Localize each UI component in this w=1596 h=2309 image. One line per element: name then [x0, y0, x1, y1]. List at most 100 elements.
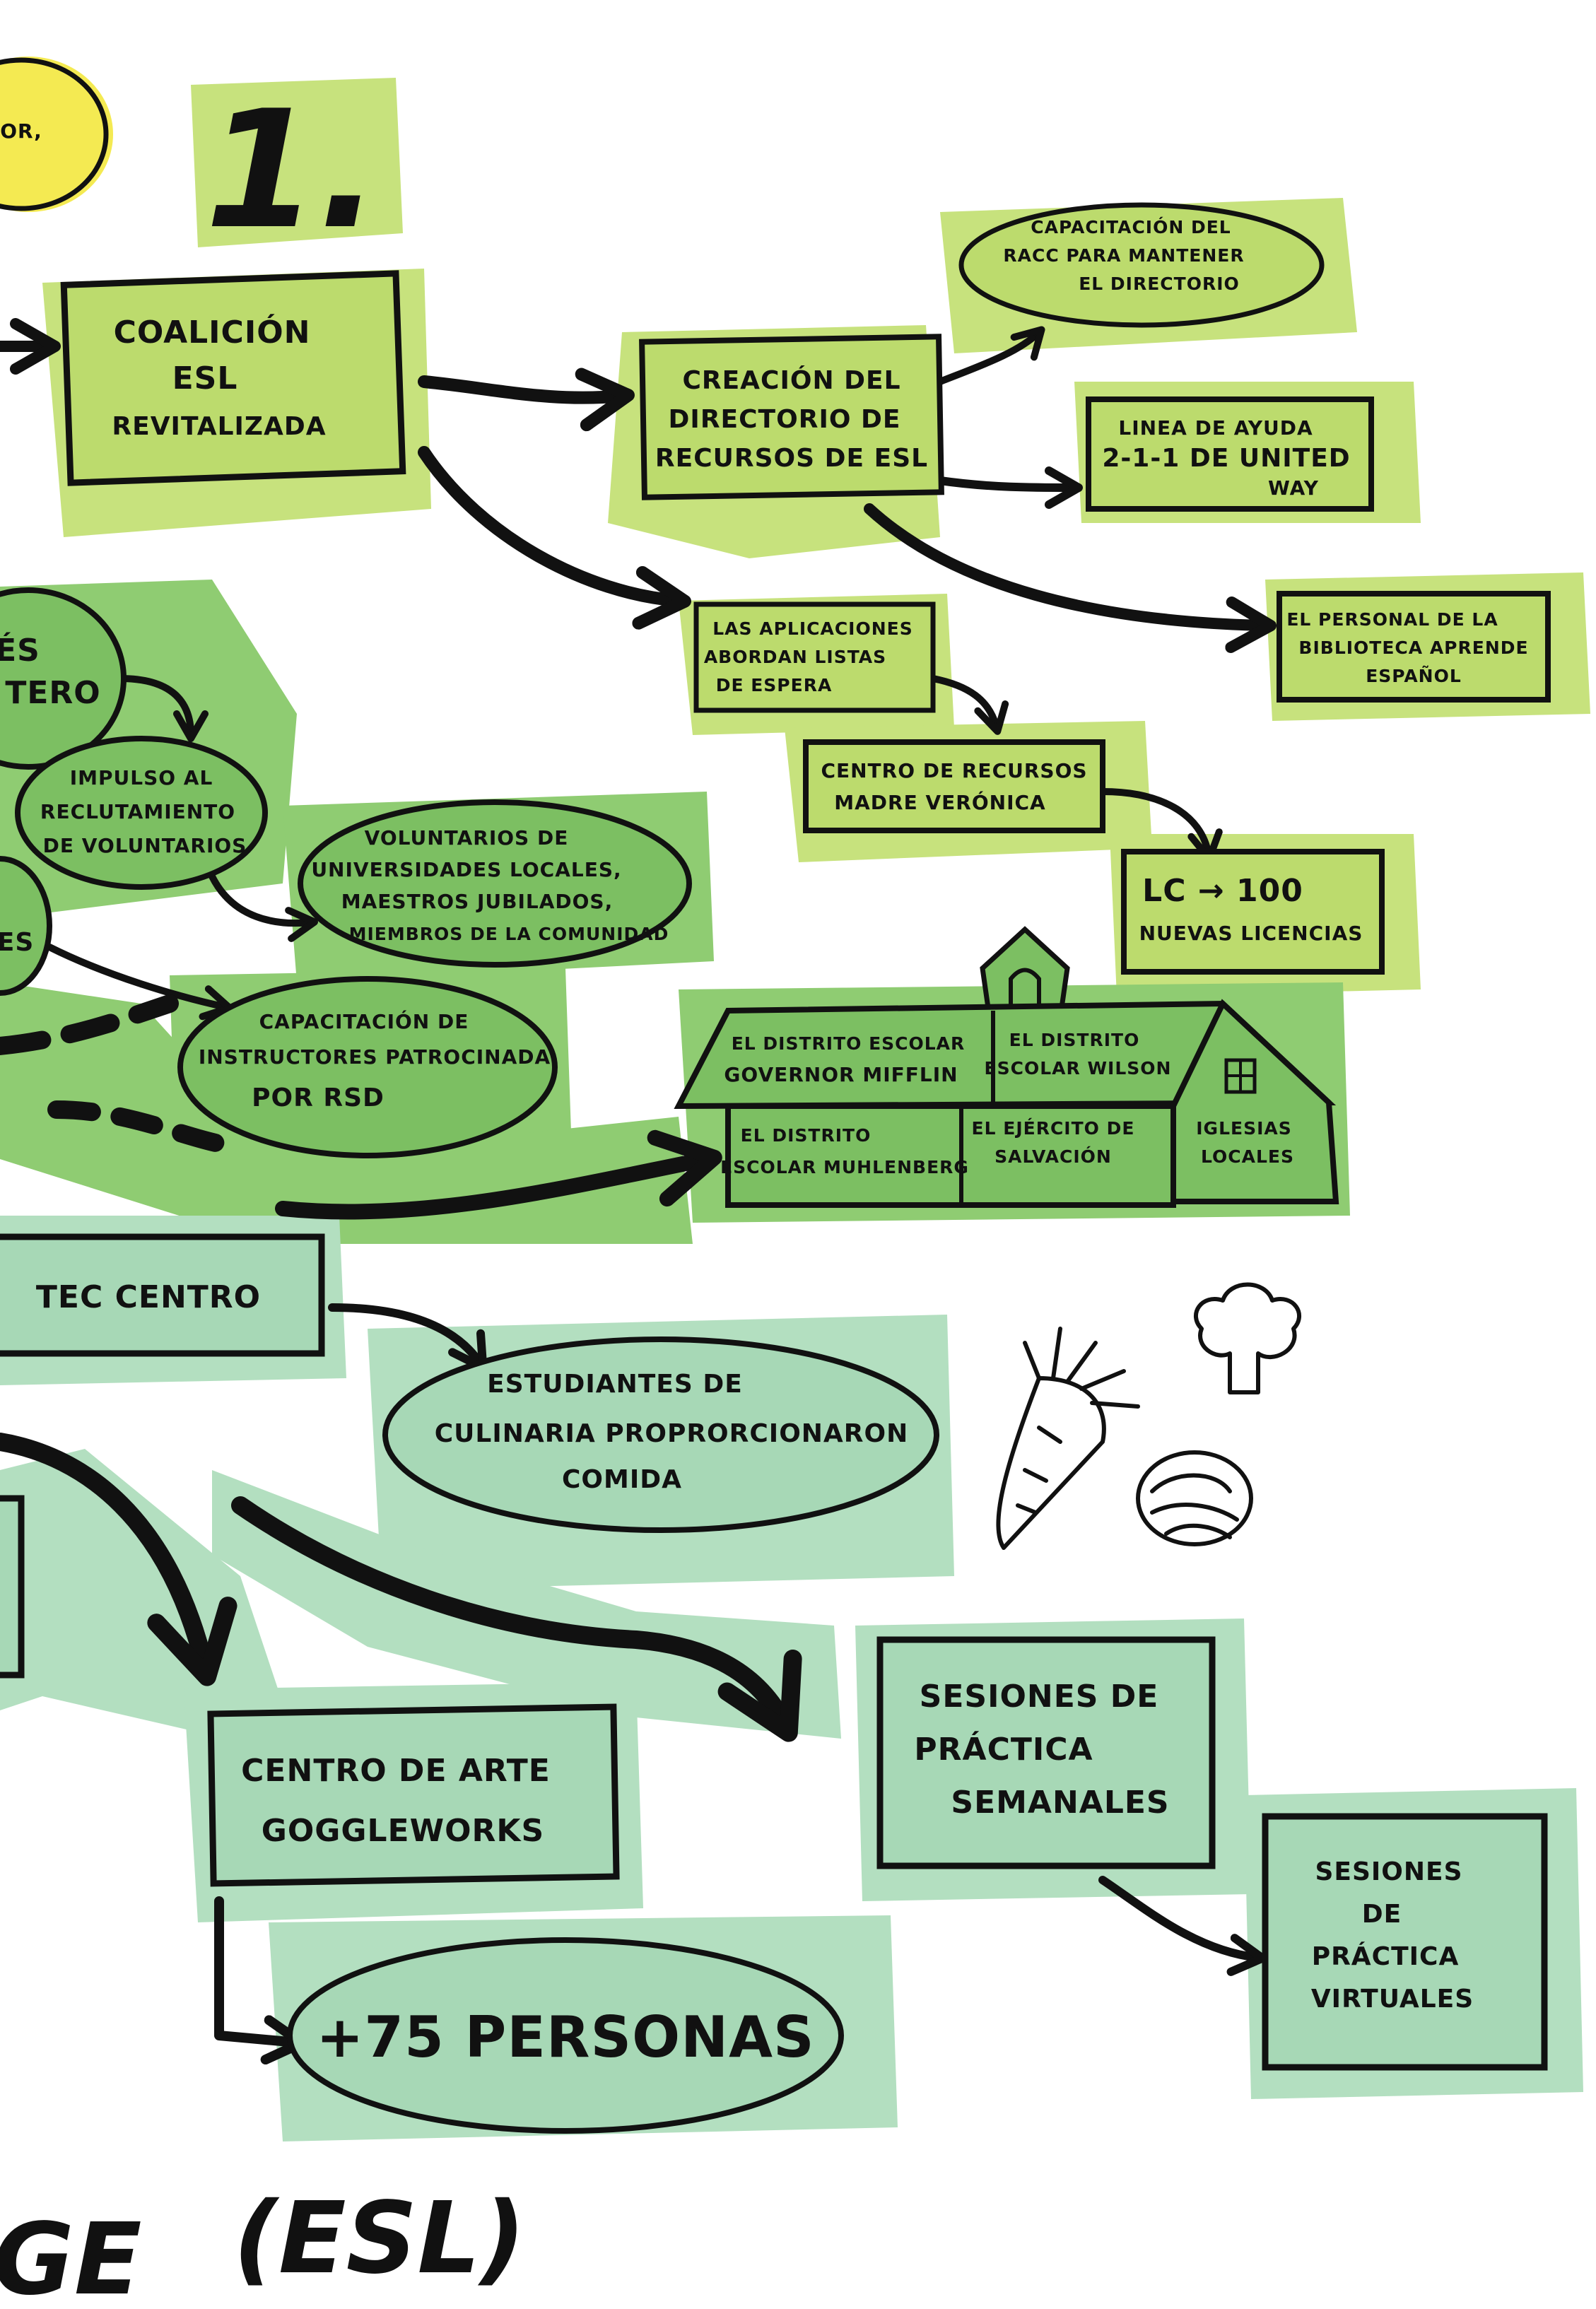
yellow-oval-node: OR, — [0, 57, 109, 211]
arrow-goggleworks-personas — [214, 1896, 307, 2065]
node-veronica: CENTRO DE RECURSOS MADRE VERÓNICA — [803, 739, 1105, 833]
linea-line-3: WAY — [1268, 476, 1319, 500]
node-linea: LINEA DE AYUDA 2-1-1 DE UNITED WAY — [1086, 396, 1374, 512]
licencias-box — [1121, 849, 1385, 975]
impulso-oval — [15, 736, 268, 890]
sesiones-virtuales-line-2: DE — [1362, 1900, 1402, 1929]
node-coalicion: COALICIÓN ESL REVITALIZADA — [60, 270, 406, 486]
school-wilson-line-1: EL DISTRITO — [1009, 1030, 1140, 1050]
left-oval-2-line-1: ES — [0, 928, 34, 957]
culinaria-oval — [382, 1336, 939, 1533]
coalicion-line-3: REVITALIZADA — [112, 412, 326, 441]
step-number: 1. — [205, 76, 380, 265]
highlight-swoosh-bottom — [212, 1470, 841, 1739]
yellow-oval-shape — [0, 57, 109, 211]
arrow-directorio-racc — [937, 326, 1045, 385]
licencias-line-2: NUEVAS LICENCIAS — [1139, 922, 1363, 945]
onion-icon — [1136, 1450, 1253, 1546]
node-goggleworks: CENTRO DE ARTE GOGGLEWORKS — [207, 1703, 620, 1887]
linea-line-1: LINEA DE AYUDA — [1118, 416, 1313, 440]
dashed-swoosh-2 — [47, 1100, 235, 1154]
coalicion-line-2: ESL — [172, 360, 238, 396]
impulso-line-3: DE VOLUNTARIOS — [43, 834, 247, 857]
culinaria-line-2: CULINARIA PROPRORCIONARON — [435, 1419, 909, 1448]
sesiones-virtuales-line-3: PRÁCTICA — [1312, 1941, 1460, 1971]
node-capacitacion-rsd: CAPACITACIÓN DE INSTRUCTORES PATROCINADA… — [177, 976, 558, 1158]
arrow-impulso-voluntarios — [209, 873, 318, 942]
dashed-swoosh — [0, 994, 179, 1055]
biblioteca-line-2: BIBLIOTECA APRENDE — [1298, 638, 1528, 658]
directorio-line-3: RECURSOS DE ESL — [655, 444, 928, 473]
arrow-left-goggleworks — [0, 1433, 237, 1686]
arrow-swoosh-sesiones — [231, 1496, 802, 1742]
left-oval-2-shape — [0, 856, 52, 996]
arrow-to-school — [275, 1129, 722, 1220]
school-muhlenberg-line-1: EL DISTRITO — [741, 1125, 872, 1146]
veronica-line-1: CENTRO DE RECURSOS — [821, 759, 1087, 782]
node-licencias: LC → 100 NUEVAS LICENCIAS — [1121, 849, 1385, 975]
sesiones-semanales-box — [876, 1636, 1216, 1869]
culinaria-line-1: ESTUDIANTES DE — [487, 1370, 743, 1399]
aplicaciones-line-2: ABORDAN LISTAS — [704, 647, 886, 667]
bottom-title-right: (ESL) — [233, 2181, 526, 2296]
capacitacion-line-3: POR RSD — [252, 1083, 385, 1112]
school-wilson-line-2: ESCOLAR WILSON — [985, 1058, 1172, 1079]
node-voluntarios: VOLUNTARIOS DE UNIVERSIDADES LOCALES, MA… — [298, 799, 692, 968]
node-racc: CAPACITACIÓN DEL RACC PARA MANTENER EL D… — [958, 202, 1325, 328]
racc-line-2: RACC PARA MANTENER — [1003, 245, 1244, 266]
linea-box — [1086, 396, 1374, 512]
left-oval-1-shape — [0, 587, 127, 770]
arrow-veronica-licencias — [1099, 788, 1223, 862]
broccoli-icon — [1194, 1282, 1301, 1394]
coalicion-line-1: COALICIÓN — [114, 313, 311, 351]
directorio-box — [639, 334, 944, 500]
school-ejercito-line-2: SALVACIÓN — [994, 1146, 1112, 1167]
node-sesiones-virtuales: SESIONES DE PRÁCTICA VIRTUALES — [1262, 1813, 1548, 2071]
school-gov-line-1: EL DISTRITO ESCOLAR — [732, 1033, 966, 1054]
directorio-line-2: DIRECTORIO DE — [669, 405, 901, 434]
sesiones-virtuales-box — [1262, 1813, 1548, 2071]
highlight-swoosh — [0, 982, 693, 1244]
culinaria-line-3: COMIDA — [562, 1465, 682, 1494]
tec-centro-box — [0, 1233, 325, 1357]
school-bell-arch — [1009, 968, 1041, 1007]
left-oval-1-line-1: ÉS — [0, 631, 40, 669]
sesiones-virtuales-line-1: SESIONES — [1315, 1857, 1462, 1886]
sesiones-semanales-line-3: SEMANALES — [951, 1785, 1169, 1821]
linea-line-2: 2-1-1 DE UNITED — [1102, 444, 1350, 473]
node-directorio: CREACIÓN DEL DIRECTORIO DE RECURSOS DE E… — [639, 334, 944, 500]
aplicaciones-line-1: LAS APLICACIONES — [712, 618, 913, 639]
sesiones-virtuales-line-4: VIRTUALES — [1311, 1985, 1474, 2014]
node-aplicaciones: LAS APLICACIONES ABORDAN LISTAS DE ESPER… — [693, 601, 936, 713]
node-personas: +75 PERSONAS — [287, 1937, 844, 2134]
arrow-aplicaciones-veronica — [929, 675, 1009, 735]
biblioteca-line-3: ESPAÑOL — [1366, 666, 1462, 686]
aplicaciones-line-3: DE ESPERA — [716, 675, 833, 695]
node-school-house: EL DISTRITO ESCOLAR GOVERNOR MIFFLIN EL … — [674, 926, 1339, 1208]
biblioteca-line-1: EL PERSONAL DE LA — [1286, 609, 1498, 630]
arrow-tec-culinaria — [328, 1303, 488, 1372]
food-doodles — [996, 1282, 1301, 1550]
coalicion-box — [60, 270, 406, 486]
node-left-oval-2: ES — [0, 856, 52, 996]
node-biblioteca: EL PERSONAL DE LA BIBLIOTECA APRENDE ESP… — [1277, 591, 1551, 703]
school-muhlenberg-line-2: ESCOLAR MUHLENBERG — [720, 1157, 969, 1177]
node-culinaria: ESTUDIANTES DE CULINARIA PROPRORCIONARON… — [382, 1336, 939, 1533]
carrot-icon — [996, 1327, 1140, 1550]
node-tec-centro: TEC CENTRO — [0, 1233, 325, 1357]
arrow-directorio-linea — [936, 466, 1083, 509]
biblioteca-box — [1277, 591, 1551, 703]
directorio-line-1: CREACIÓN DEL — [682, 365, 900, 395]
racc-line-1: CAPACITACIÓN DEL — [1031, 216, 1231, 237]
voluntarios-line-3: MAESTROS JUBILADOS, — [341, 890, 613, 913]
voluntarios-line-2: UNIVERSIDADES LOCALES, — [311, 858, 621, 881]
school-gov-line-2: GOVERNOR MIFFLIN — [724, 1063, 958, 1086]
bottom-title-left: GE — [0, 2202, 142, 2309]
aplicaciones-box — [693, 601, 936, 713]
capacitacion-line-1: CAPACITACIÓN DE — [259, 1009, 469, 1033]
school-body — [725, 1103, 1176, 1208]
racc-oval — [958, 202, 1325, 328]
school-iglesias-line-1: IGLESIAS — [1196, 1118, 1292, 1139]
arrow-semanales-virtuales — [1098, 1876, 1267, 1976]
school-iglesias-line-2: LOCALES — [1201, 1146, 1294, 1167]
